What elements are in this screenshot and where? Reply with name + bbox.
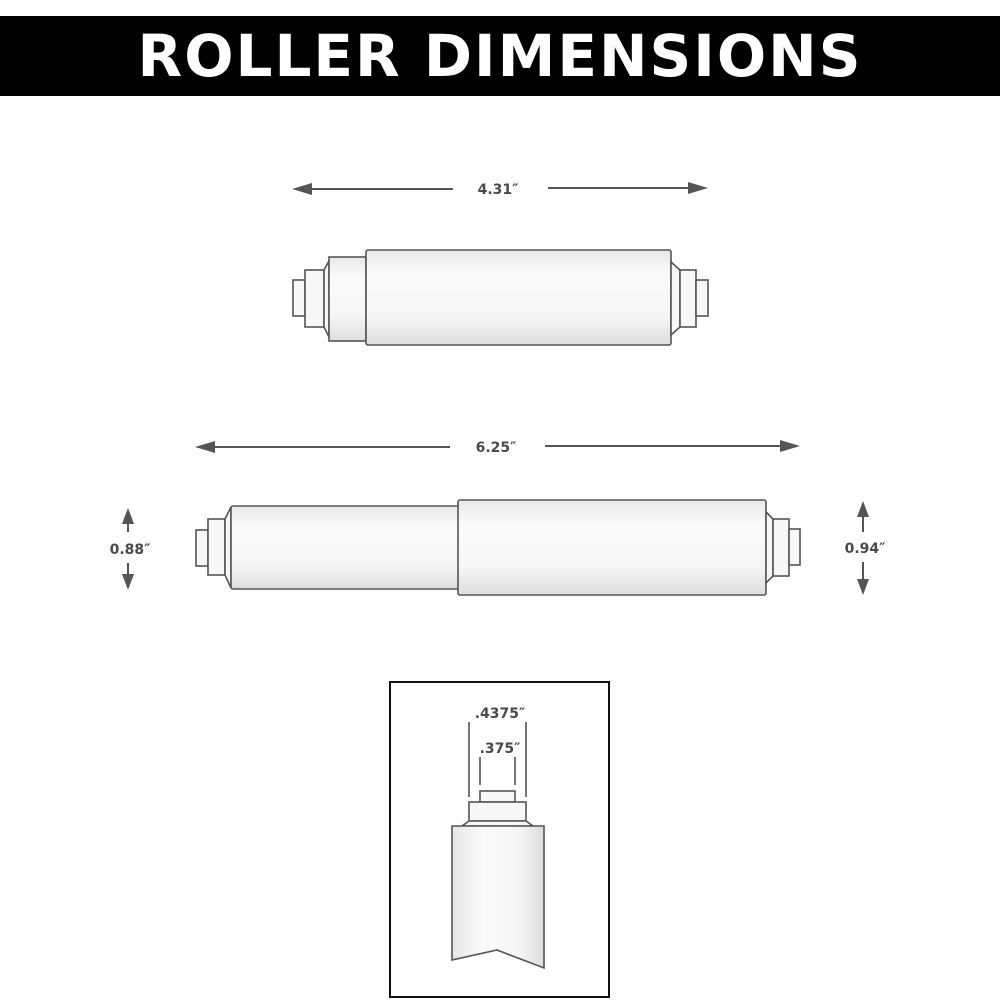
tube-cutaway — [451, 825, 545, 970]
extended-roller: 6.25″ 0.88″ 0.94″ — [110, 440, 886, 596]
outer-pin-label: .4375″ — [475, 706, 526, 722]
compressed-roller: 4.31″ — [292, 182, 709, 346]
right-pin-collar — [772, 518, 790, 577]
pin-tip — [479, 790, 516, 803]
arrow-up-icon — [857, 501, 869, 517]
right-diameter-dimension: 0.94″ — [845, 501, 886, 595]
arrow-down-icon — [857, 579, 869, 595]
main-tube — [365, 249, 672, 346]
inner-tube — [230, 505, 460, 590]
title-banner: ROLLER DIMENSIONS — [0, 16, 1000, 96]
arrow-right-icon — [688, 182, 708, 194]
right-pin-tip — [695, 279, 709, 317]
right-pin-tip — [788, 528, 801, 566]
right-chamfer — [670, 260, 681, 337]
pin-collar — [468, 801, 527, 822]
arrow-up-icon — [122, 508, 134, 524]
arrow-left-icon — [292, 183, 312, 195]
right-chamfer — [765, 510, 774, 585]
arrow-down-icon — [122, 574, 134, 590]
left-pin-tip — [195, 529, 209, 567]
right-pin-collar — [679, 269, 697, 328]
length-dimension-6-25: 6.25″ — [195, 440, 800, 456]
length-label-4-31: 4.31″ — [478, 182, 519, 198]
left-sleeve — [328, 256, 367, 342]
diameter-label-0-94: 0.94″ — [845, 541, 886, 557]
left-pin-collar — [207, 518, 226, 576]
end-detail-inset: .4375″ .375″ — [389, 681, 610, 998]
arrow-left-icon — [195, 441, 215, 453]
left-diameter-dimension: 0.88″ — [110, 508, 151, 590]
left-pin-tip — [292, 279, 306, 317]
outer-tube — [457, 499, 767, 596]
diameter-label-0-88: 0.88″ — [110, 542, 151, 558]
page-title: ROLLER DIMENSIONS — [137, 22, 863, 90]
length-label-6-25: 6.25″ — [476, 440, 517, 456]
arrow-right-icon — [780, 440, 800, 452]
inner-pin-label: .375″ — [480, 741, 521, 757]
length-dimension-4-31: 4.31″ — [292, 182, 708, 198]
left-pin-collar — [304, 269, 325, 328]
left-chamfer — [224, 506, 232, 589]
